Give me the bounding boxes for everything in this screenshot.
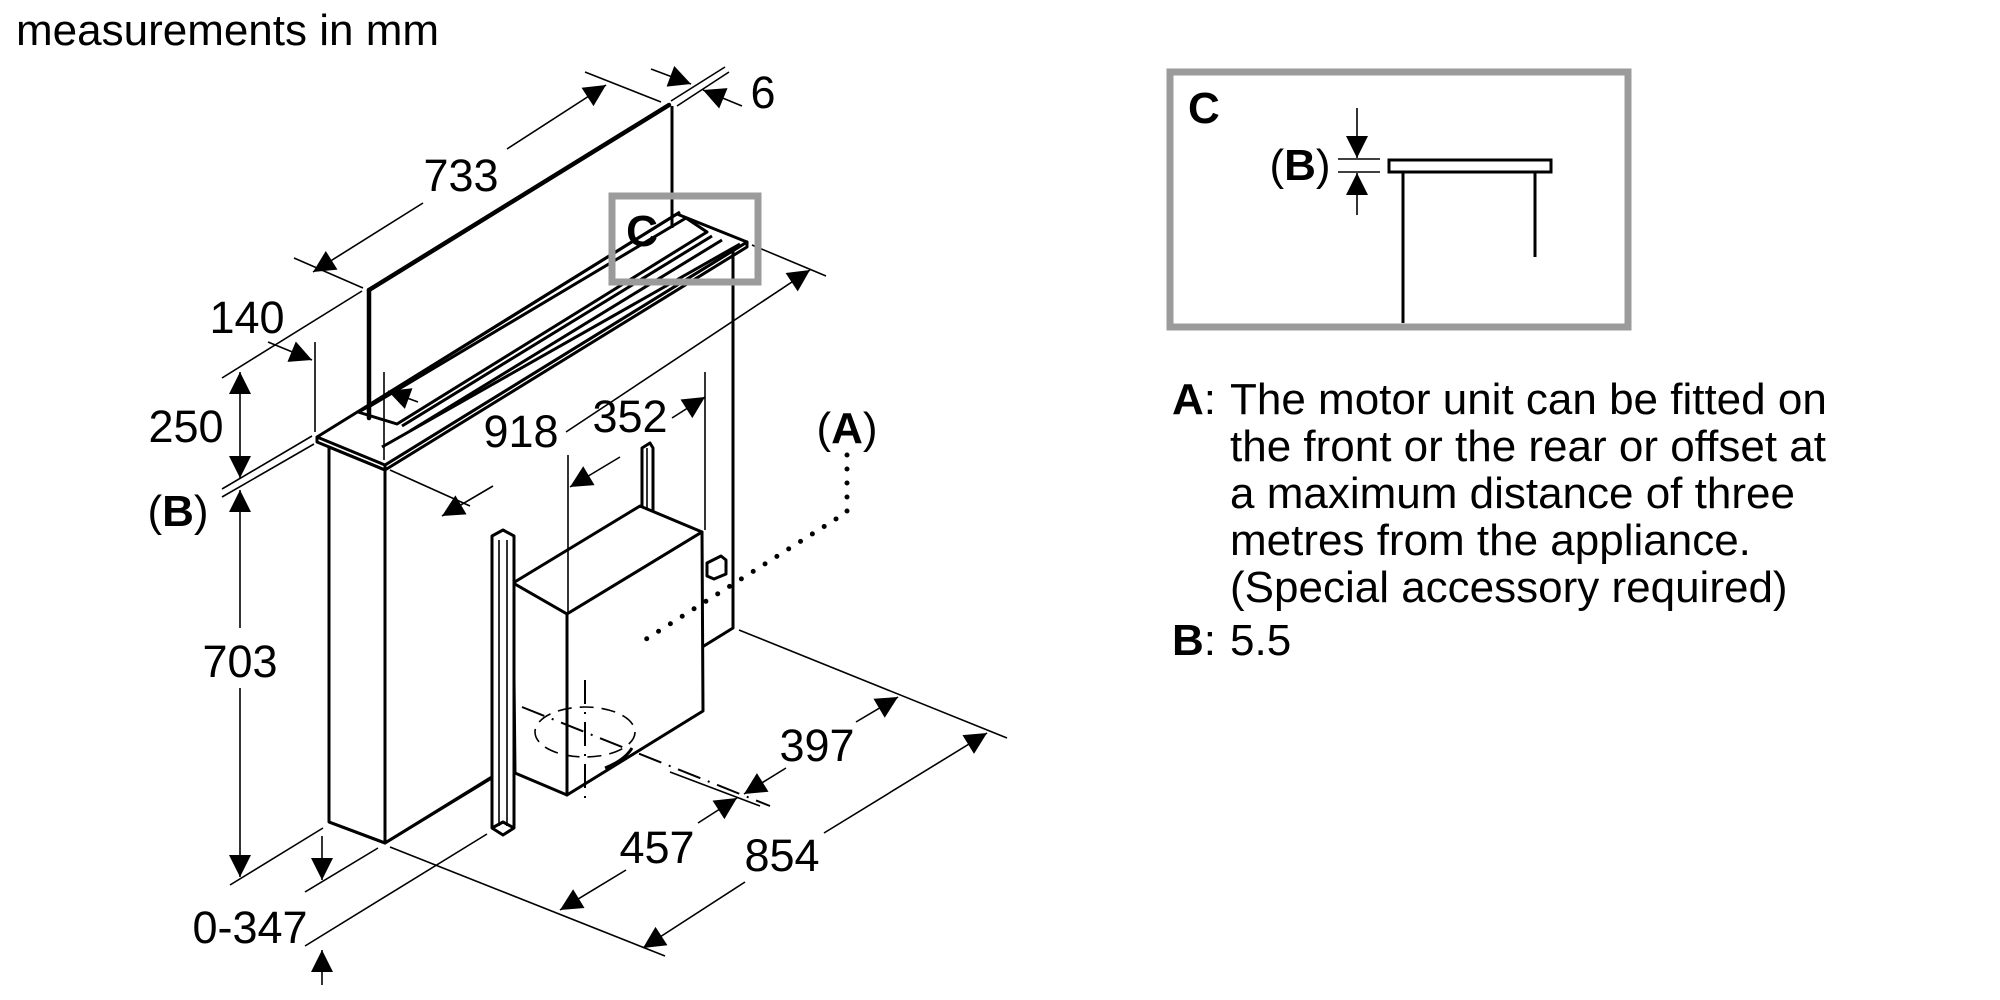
dim-733-right xyxy=(506,84,607,150)
dim-140-arrow-left xyxy=(267,341,313,362)
ext-6-a xyxy=(670,66,726,102)
dim-918-rear xyxy=(565,269,811,433)
motor-unit-leader xyxy=(637,452,850,646)
dim-text-0-347: 0-347 xyxy=(192,902,307,953)
legend-text-a: The motor unit can be fitted on the fron… xyxy=(1230,375,1827,612)
dim-457-rear xyxy=(697,797,738,824)
slot-rail-1 xyxy=(401,234,713,428)
ext-6-b xyxy=(676,71,730,107)
slot-rail-3 xyxy=(381,242,741,449)
legend-key-a-colon: : xyxy=(1203,375,1217,424)
slot-back-edge xyxy=(365,210,681,409)
legend-key-b-colon: : xyxy=(1203,616,1217,665)
ext-140-top xyxy=(221,290,363,379)
dim-text-703: 703 xyxy=(202,636,277,687)
ext-918-rear xyxy=(751,244,827,277)
legend-item-b: B: 5.5 xyxy=(1172,617,1972,664)
dim-text-733: 733 xyxy=(423,150,498,201)
dim-918-front xyxy=(441,485,494,517)
dim-text-250: 250 xyxy=(148,401,223,452)
motor-unit-marker: (A) xyxy=(816,404,877,453)
marker-a-label: (A) xyxy=(816,404,877,453)
dim-text-854: 854 xyxy=(744,830,819,881)
legend-key-b-letter: B xyxy=(1172,616,1204,665)
detail-c-gap-label: (B) xyxy=(1269,141,1330,190)
extractor-panel xyxy=(366,102,674,421)
ext-733-right xyxy=(584,71,662,103)
detail-c-callout-label: C xyxy=(626,207,658,256)
detail-c-frame xyxy=(1166,68,1632,331)
dim-854-rear xyxy=(823,732,988,834)
b-gap-close-paren: ) xyxy=(194,487,209,536)
dim-352-right xyxy=(671,396,706,419)
detail-c-plate xyxy=(1387,158,1553,174)
body-bottom-edge xyxy=(328,777,491,845)
marker-a-letter: A xyxy=(831,404,863,453)
ext-motor-axis xyxy=(669,771,761,807)
ext-703-bottom xyxy=(229,827,324,886)
ext-b-upper xyxy=(221,435,313,490)
motor-axis-line xyxy=(521,706,771,807)
slot-rail-2 xyxy=(409,238,723,433)
legend-item-a: A: The motor unit can be fitted on the f… xyxy=(1172,376,1972,611)
dim-text-457: 457 xyxy=(619,822,694,873)
detail-c-gap-letter: B xyxy=(1284,141,1316,190)
b-gap-letter: B xyxy=(162,487,194,536)
motor-outlet-outline xyxy=(534,706,636,758)
dim-352-left xyxy=(569,456,621,488)
top-plate-edge xyxy=(315,242,749,472)
b-gap-open-paren: ( xyxy=(147,487,162,536)
dim-text-6: 6 xyxy=(750,67,775,118)
dim-457-front xyxy=(559,869,627,911)
dim-733-left xyxy=(312,202,424,273)
dim-397-front xyxy=(743,767,787,795)
legend: A: The motor unit can be fitted on the f… xyxy=(1172,376,1972,670)
appliance-body xyxy=(327,240,749,845)
detail-c-open-paren: ( xyxy=(1269,141,1284,190)
ext-rear-depth xyxy=(738,629,1008,739)
dim-6-in xyxy=(650,65,692,87)
dim-text-140: 140 xyxy=(209,292,284,343)
marker-a-close-paren: ) xyxy=(863,404,878,453)
dim-6-out xyxy=(702,88,743,109)
motor-unit xyxy=(511,441,771,807)
ext-733-left xyxy=(293,257,364,289)
marker-a-open-paren: ( xyxy=(816,404,831,453)
ext-0347-upper xyxy=(304,847,379,893)
dim-text-397: 397 xyxy=(779,720,854,771)
legend-text-b: 5.5 xyxy=(1230,616,1292,665)
dim-text-b-gap: (B) xyxy=(147,487,208,536)
body-front-face xyxy=(327,445,387,845)
detail-c-box: C (B) xyxy=(1166,68,1632,331)
ext-front-depth xyxy=(389,846,666,957)
panel-top-edge xyxy=(366,102,672,293)
motor-connector xyxy=(705,554,728,581)
diagram-title: measurements in mm xyxy=(16,6,440,55)
legend-key-b: B: xyxy=(1172,617,1230,664)
ext-b-lower xyxy=(221,443,315,498)
detail-c-close-paren: ) xyxy=(1316,141,1331,190)
legend-key-a: A: xyxy=(1172,376,1230,423)
motor-left-face xyxy=(511,581,569,797)
pillar-bottom xyxy=(491,820,515,830)
detail-c-callout-frame xyxy=(608,192,762,286)
dim-854-front xyxy=(642,881,746,949)
dim-text-918: 918 xyxy=(483,406,558,457)
pillar-body xyxy=(490,528,516,837)
dim-text-352: 352 xyxy=(592,391,667,442)
dim-397-rear xyxy=(855,696,899,723)
dim-140-arrow-right xyxy=(387,388,419,409)
legend-key-a-letter: A xyxy=(1172,375,1204,424)
ext-0347-lower xyxy=(304,833,488,947)
motor-right-face xyxy=(565,530,705,797)
dimension-lines xyxy=(221,65,1008,985)
detail-c-title: C xyxy=(1188,84,1220,133)
front-duct-pillar xyxy=(490,528,516,837)
